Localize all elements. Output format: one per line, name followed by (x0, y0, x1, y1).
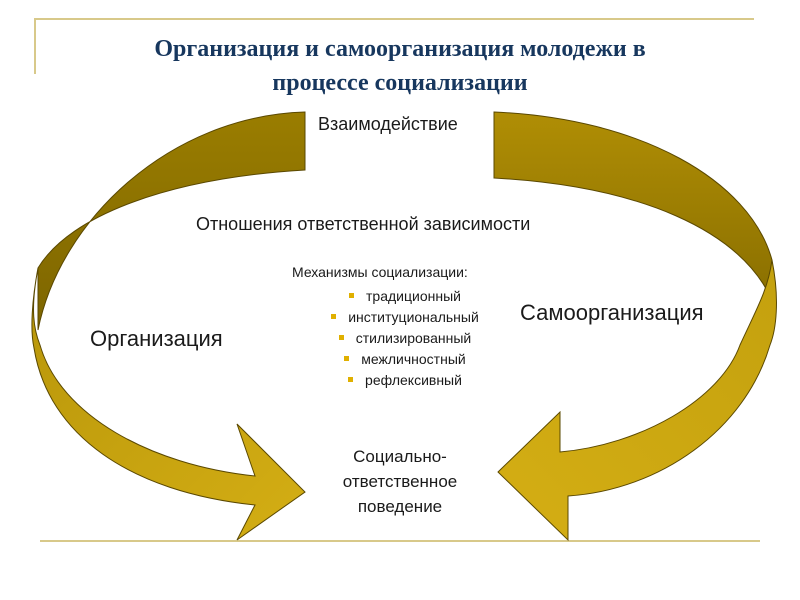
organization-label: Организация (90, 326, 223, 351)
self-organization-label: Самоорганизация (520, 300, 704, 325)
frame-left-line (34, 18, 36, 74)
behavior-label: Социально- ответственное поведение (300, 444, 500, 519)
right-arrow-band-top (493, 111, 773, 301)
mechanisms-list: традиционный институциональный стилизиро… (300, 286, 510, 391)
mechanisms-title: Механизмы социализации: (292, 264, 468, 280)
square-bullet-icon (331, 313, 337, 319)
behavior-line-1: Социально- (353, 447, 447, 466)
frame-bottom-line (40, 540, 760, 542)
relations-label: Отношения ответственной зависимости (196, 214, 531, 234)
mechanism-item: стилизированный (300, 328, 510, 349)
square-bullet-icon (344, 355, 350, 361)
right-arrow-head (497, 259, 777, 542)
behavior-line-2: ответственное (342, 472, 458, 491)
square-bullet-icon (338, 334, 344, 340)
behavior-line-3: поведение (357, 497, 443, 516)
frame-top-line (34, 18, 754, 20)
mechanism-item: традиционный (300, 286, 510, 307)
title-line-2: процессе социализации (272, 70, 528, 96)
title-line-1: Организация и самоорганизация молодежи в (154, 36, 646, 62)
mechanism-item: институциональный (300, 307, 510, 328)
left-arrow-band-top (37, 111, 306, 331)
mechanism-item: межличностный (300, 349, 510, 370)
interaction-label: Взаимодействие (318, 114, 458, 134)
mechanism-item: рефлексивный (300, 370, 510, 391)
square-bullet-icon (348, 376, 354, 382)
square-bullet-icon (349, 292, 355, 298)
left-arrow-head (31, 267, 306, 541)
slide-title: Организация и самоорганизация молодежи в… (40, 32, 760, 100)
